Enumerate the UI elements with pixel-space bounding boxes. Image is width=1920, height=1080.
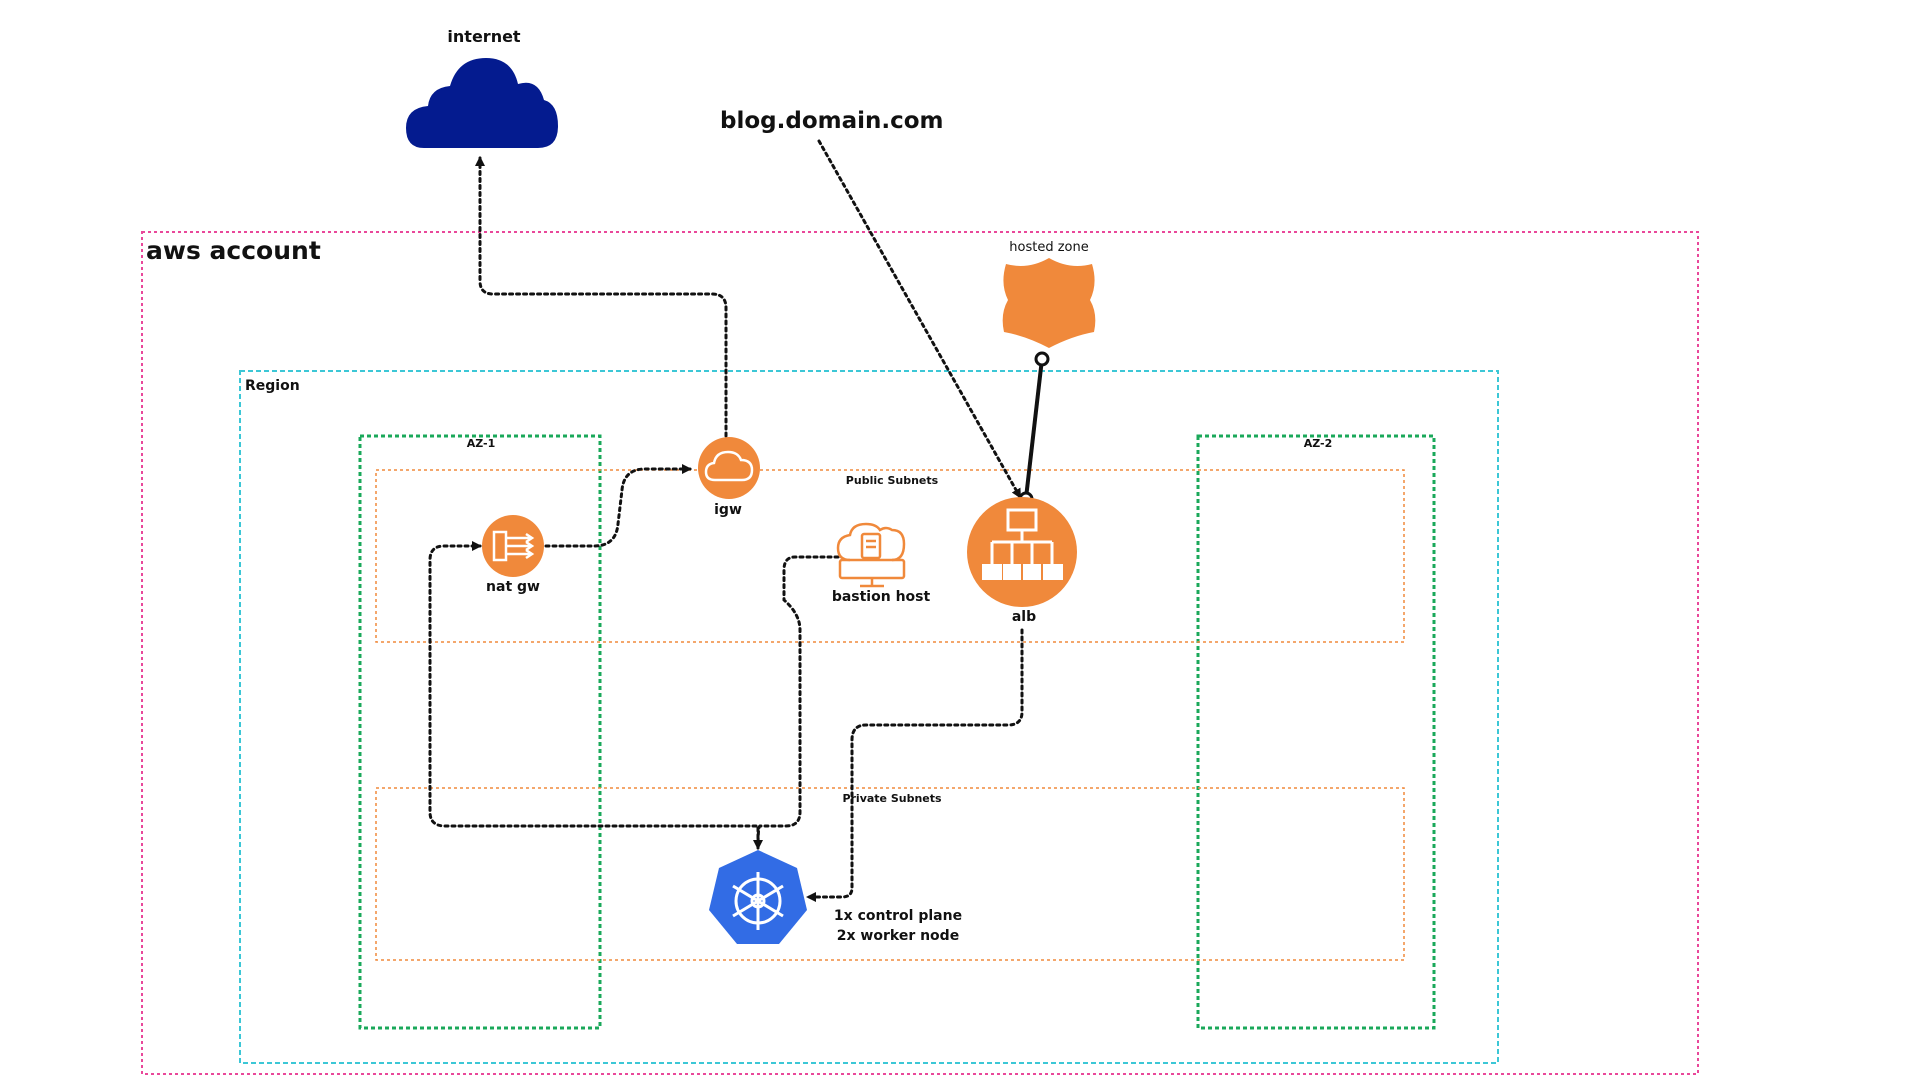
internet-label: internet	[447, 27, 521, 46]
nat-gw-label: nat gw	[486, 579, 540, 595]
route53-shield-icon	[1002, 258, 1096, 348]
alb-label: alb	[1011, 609, 1037, 625]
igw-cloud-glyph	[704, 450, 754, 482]
region-label: Region	[245, 378, 300, 394]
k8s-caption-line1: 1x control plane	[833, 908, 963, 924]
connector-hostedzone-to-alb	[1024, 358, 1044, 499]
load-balancer-icon	[967, 497, 1077, 607]
az2-label: AZ-2	[1303, 437, 1333, 450]
domain-label: blog.domain.com	[720, 108, 944, 134]
connector-natgw-to-igw	[544, 464, 692, 548]
bastion-host-icon	[836, 522, 906, 588]
aws-account-boundary	[141, 231, 1699, 1075]
connector-k8s-to-natgw	[428, 541, 760, 840]
connector-domain-to-alb	[817, 139, 1022, 499]
k8s-caption-line2: 2x worker node	[836, 928, 960, 944]
cloud-icon	[406, 58, 558, 148]
igw-label: igw	[714, 502, 742, 518]
aws-account-label: aws account	[146, 236, 321, 265]
public-subnets-label: Public Subnets	[845, 474, 939, 487]
hosted-zone-label: hosted zone	[1009, 240, 1089, 255]
connector-bastion-to-k8s	[753, 555, 840, 850]
association-endpoint-top	[1034, 351, 1050, 367]
k8s-caption: 1x control plane 2x worker node	[834, 906, 962, 946]
region-boundary	[239, 370, 1499, 1064]
bastion-host-label: bastion host	[831, 589, 931, 605]
kubernetes-helm-glyph	[732, 872, 784, 930]
connector-igw-to-internet	[475, 156, 728, 438]
private-subnets-label: Private Subnets	[842, 792, 942, 805]
connector-alb-to-k8s	[806, 628, 1024, 902]
az2-boundary	[1196, 434, 1436, 1030]
az1-boundary	[358, 434, 602, 1030]
az1-label: AZ-1	[466, 437, 496, 450]
internet-gateway-icon	[698, 437, 760, 499]
alb-tree-glyph	[990, 508, 1054, 564]
